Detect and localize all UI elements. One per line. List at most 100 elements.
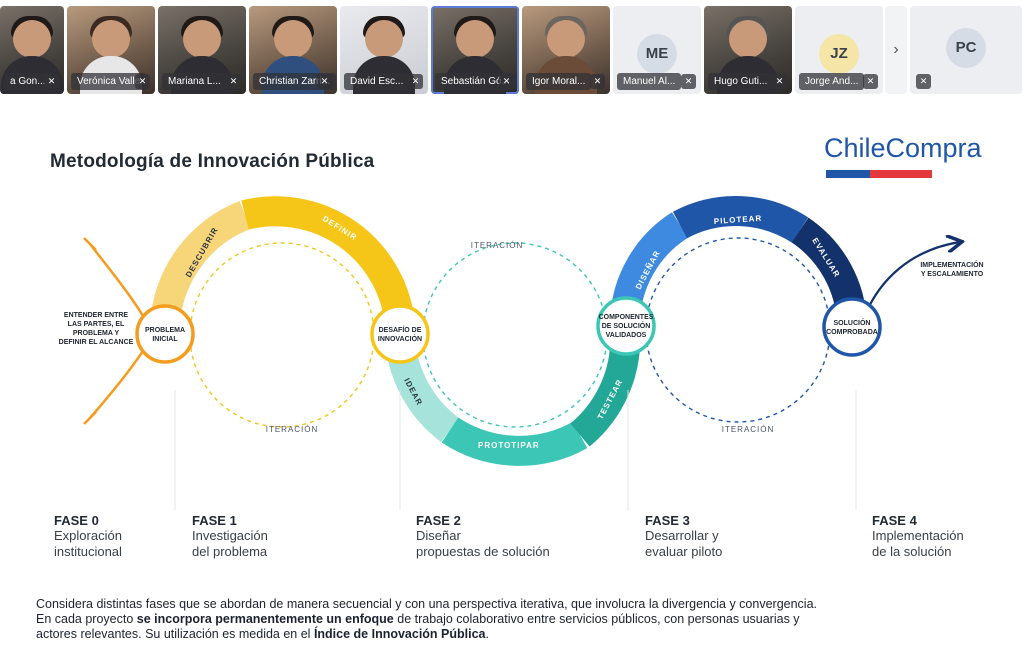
mic-muted-icon: ✕: [681, 74, 696, 89]
mic-muted-icon: ✕: [408, 74, 423, 89]
node-desafio-line2: INNOVACIÓN: [378, 334, 422, 343]
node-componentes-line2: DE SOLUCIÓN: [602, 321, 651, 330]
participant-name: Jorge And...: [799, 73, 865, 90]
next-page-chevron-icon[interactable]: ›: [885, 6, 907, 94]
arc-prototipar: [441, 417, 588, 466]
footer-line-3a: actores relevantes. Su utilización es me…: [36, 627, 314, 641]
phase-2-label: FASE 2: [416, 513, 461, 528]
participant-name: Igor Moral...: [526, 73, 592, 90]
footer-line-2b: se incorpora permanentemente un enfoque: [136, 612, 394, 626]
shared-slide: Metodología de Innovación Pública ChileC…: [0, 100, 1024, 649]
mic-muted-icon: ✕: [226, 74, 241, 89]
node-componentes-line3: VALIDADOS: [606, 332, 647, 339]
node-componentes-validados: [596, 296, 656, 356]
participant-tile[interactable]: a Gon... ✕: [0, 6, 64, 94]
mic-muted-icon: ✕: [499, 74, 514, 89]
participant-name: Hugo Guti...: [708, 73, 774, 90]
participant-tile[interactable]: ME Manuel Al... ✕: [613, 6, 701, 94]
footer-line-3b: Índice de Innovación Pública: [313, 627, 486, 641]
footer-line-2c: de trabajo colaborativo entre servicios …: [393, 612, 800, 626]
participant-face: [456, 20, 494, 58]
phase-4: FASE 4 Implementación de la solución: [872, 513, 964, 560]
node-solucion-line1: SOLUCIÓN: [834, 318, 871, 327]
phase-1-desc: Investigación del problema: [192, 528, 268, 559]
phase-3-desc: Desarrollar y evaluar piloto: [645, 528, 723, 559]
mic-muted-icon: ✕: [772, 74, 787, 89]
mic-muted-icon: ✕: [590, 74, 605, 89]
brand-bar-blue: [826, 170, 870, 178]
phase-2-desc: Diseñar propuestas de solución: [416, 528, 550, 559]
participant-name: Mariana L...: [162, 73, 227, 90]
phase-0-desc: Exploración institucional: [54, 528, 122, 559]
node-desafio-innovacion: [370, 304, 430, 364]
participant-tile[interactable]: Verónica Valle ✕: [67, 6, 155, 94]
node-problema-inicial: [135, 304, 195, 364]
mic-muted-icon: ✕: [317, 74, 332, 89]
participant-tile[interactable]: Igor Moral... ✕: [522, 6, 610, 94]
brand-logo: ChileCompra: [824, 133, 982, 163]
participant-tile[interactable]: JZ Jorge And... ✕: [795, 6, 883, 94]
iteration-label-2: ITERACIÓN: [471, 241, 524, 250]
label-pilotear: PILOTEAR: [714, 214, 763, 226]
phase-1-label: FASE 1: [192, 513, 237, 528]
mic-muted-icon: ✕: [863, 74, 878, 89]
participant-name: Sebastián Gó...: [435, 73, 516, 90]
slide-description: Considera distintas fases que se abordan…: [36, 597, 966, 642]
participant-name: David Esc...: [344, 73, 410, 90]
brand-bar-red: [870, 170, 932, 178]
methodology-diagram: DESCUBRIR DEFINIR IDEAR PROTOTIPAR TESTE…: [59, 196, 984, 510]
phase-3: FASE 3 Desarrollar y evaluar piloto: [645, 513, 722, 560]
arc-definir: [241, 196, 415, 327]
brand-color-bar: [826, 170, 932, 178]
participant-tile[interactable]: Mariana L... ✕: [158, 6, 246, 94]
label-prototipar: PROTOTIPAR: [478, 441, 540, 450]
participant-face: [92, 20, 130, 58]
mic-muted-icon: ✕: [916, 74, 931, 89]
iteration-circle-3: [645, 237, 831, 423]
mic-muted-icon: ✕: [135, 74, 150, 89]
mic-muted-icon: ✕: [44, 74, 59, 89]
phase-3-label: FASE 3: [645, 513, 690, 528]
footer-line-3c: .: [485, 627, 489, 641]
participant-strip: a Gon... ✕ Verónica Valle ✕ Mariana L...…: [0, 0, 1024, 100]
fork-tick-bottom: [83, 411, 97, 425]
participant-tile[interactable]: Hugo Guti... ✕: [704, 6, 792, 94]
left-text-line4: DEFINIR EL ALCANCE: [59, 339, 134, 346]
footer-line-1: Considera distintas fases que se abordan…: [36, 597, 818, 611]
node-componentes-line1: COMPONENTES: [599, 314, 654, 321]
participant-name: Christian Zarri...: [253, 73, 337, 90]
slide-title: Metodología de Innovación Pública: [50, 151, 375, 172]
arc-pilotear: [672, 196, 809, 243]
participant-face: [274, 20, 312, 58]
participant-tile-active[interactable]: Sebastián Gó... ✕: [431, 6, 519, 94]
participant-tile[interactable]: David Esc... ✕: [340, 6, 428, 94]
participant-name: Manuel Al...: [617, 73, 682, 90]
phase-0: FASE 0 Exploración institucional: [54, 513, 122, 560]
iteration-circle-1: [189, 242, 375, 428]
participant-avatar: JZ: [819, 34, 859, 74]
fork-bottom: [89, 339, 152, 419]
participant-avatar: PC: [946, 28, 986, 68]
participant-name: a Gon...: [4, 73, 52, 90]
left-text-line1: ENTENDER ENTRE: [64, 312, 129, 319]
participant-tile[interactable]: PC ✕: [910, 6, 1022, 94]
participant-avatar: ME: [637, 34, 677, 74]
phase-2: FASE 2 Diseñar propuestas de solución: [416, 513, 550, 560]
iteration-label-1: ITERACIÓN: [266, 425, 319, 434]
footer-line-3: actores relevantes. Su utilización es me…: [36, 627, 966, 642]
right-text-line1: IMPLEMENTACIÓN: [920, 260, 983, 269]
phase-4-desc: Implementación de la solución: [872, 528, 964, 559]
footer-line-2a: En cada proyecto: [36, 612, 137, 626]
phase-1: FASE 1 Investigación del problema: [192, 513, 268, 560]
left-text-line3: PROBLEMA Y: [73, 330, 120, 337]
fork-tick-top: [83, 237, 97, 251]
phase-4-label: FASE 4: [872, 513, 917, 528]
right-text-line2: Y ESCALAMIENTO: [921, 271, 984, 278]
participant-face: [365, 20, 403, 58]
participant-face: [729, 20, 767, 58]
participant-face: [13, 20, 51, 58]
node-solucion-line2: COMPROBADA: [826, 329, 878, 336]
iteration-label-3: ITERACIÓN: [722, 425, 775, 434]
node-solucion-comprobada: [822, 297, 882, 357]
participant-tile[interactable]: Christian Zarri... ✕: [249, 6, 337, 94]
